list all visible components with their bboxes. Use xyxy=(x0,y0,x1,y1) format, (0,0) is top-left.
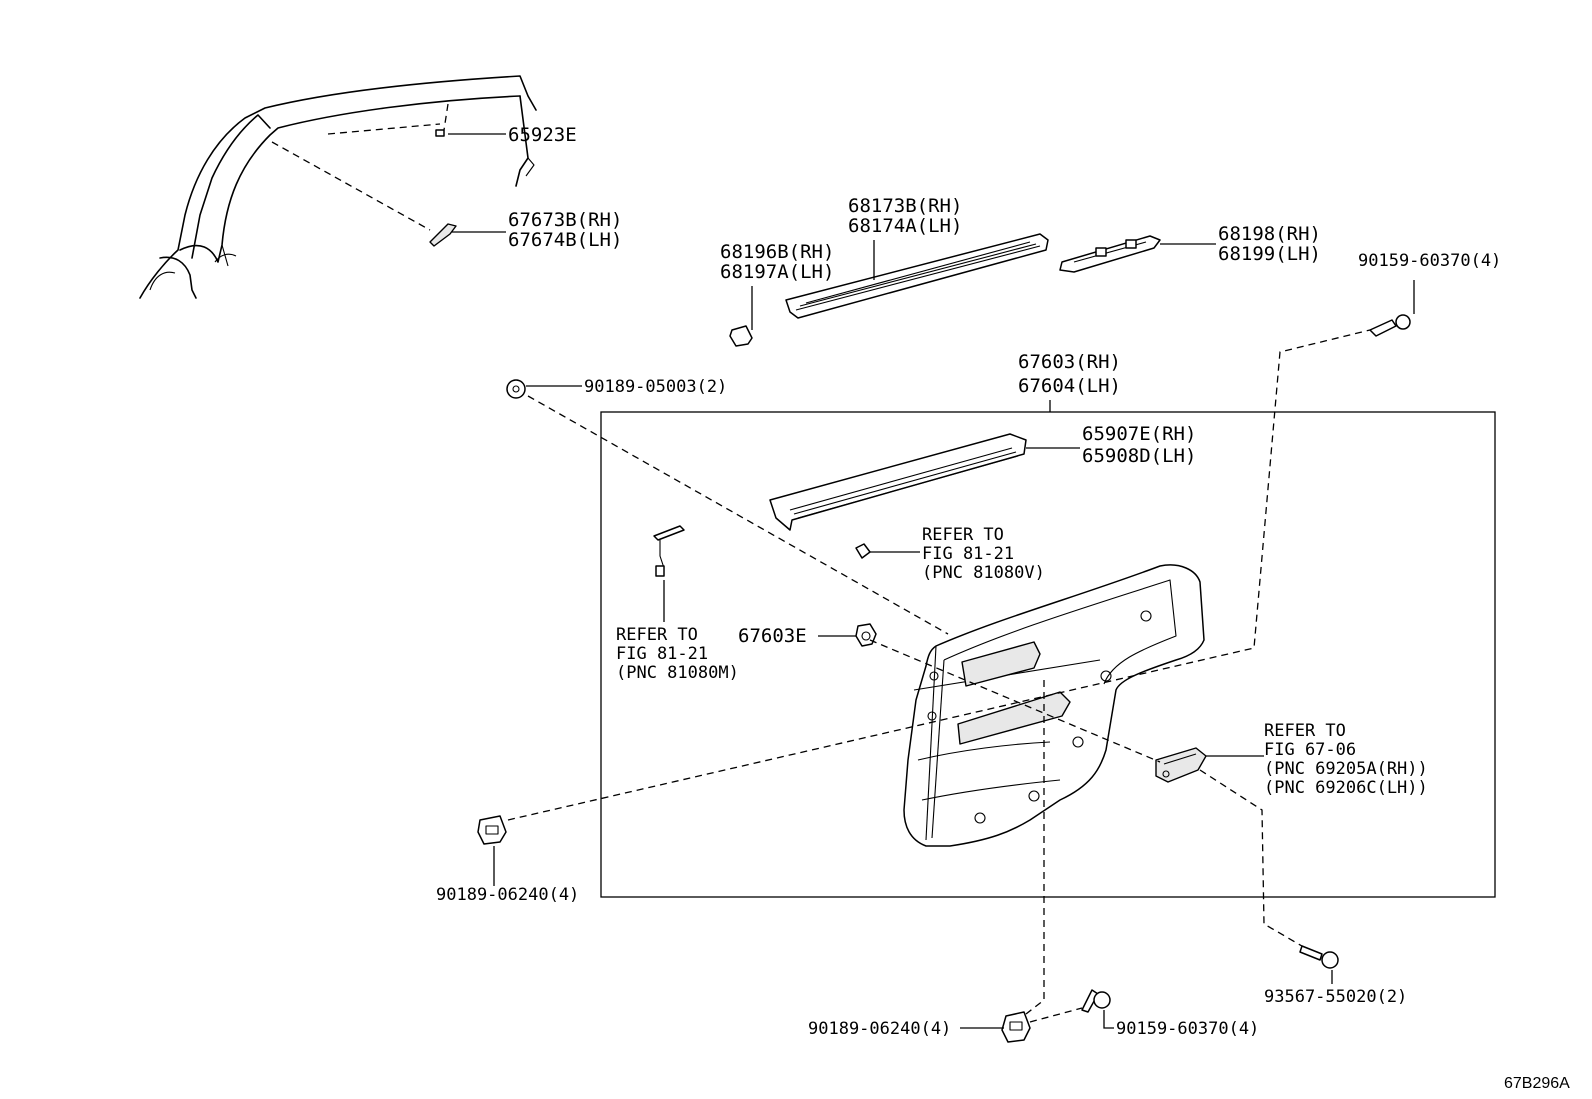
screw-93567-illustration xyxy=(1299,945,1339,969)
belt-moulding-illustration xyxy=(785,233,1049,319)
clip-90189-06240-bottom-illustration xyxy=(1001,1011,1031,1043)
leader-lines xyxy=(448,133,1415,1029)
bracket-68198-illustration xyxy=(1059,235,1161,273)
label-90159-top: 90159-60370(4) xyxy=(1358,251,1501,271)
grommet-90189-05003-illustration xyxy=(506,379,526,399)
assembly-frame xyxy=(600,411,1496,898)
label-67604: 67604(LH) xyxy=(1018,375,1121,397)
label-65923e: 65923E xyxy=(508,124,577,146)
refer-81080m-line-3: (PNC 81080M) xyxy=(616,663,739,683)
label-65908d: 65908D(LH) xyxy=(1082,445,1196,467)
inside-handle-69205-illustration xyxy=(1155,747,1207,783)
lamp-81080m-illustration xyxy=(653,525,685,577)
label-68198: 68198(RH) xyxy=(1218,223,1321,245)
refer-81080v-line-3: (PNC 81080V) xyxy=(922,563,1045,583)
label-67603: 67603(RH) xyxy=(1018,351,1121,373)
label-93567: 93567-55020(2) xyxy=(1264,987,1407,1007)
refer-6706-line-1: REFER TO xyxy=(1264,721,1346,741)
refer-81080v-line-1: REFER TO xyxy=(922,525,1004,545)
door-trim-panel-illustration xyxy=(903,564,1205,847)
label-90189-05003: 90189-05003(2) xyxy=(584,377,727,397)
clip-90189-06240-left-illustration xyxy=(477,815,507,845)
figure-id: 67B296A xyxy=(1504,1075,1570,1092)
label-68196b: 68196B(RH) xyxy=(720,241,834,263)
label-67673b: 67673B(RH) xyxy=(508,209,622,231)
refer-81080v-line-2: FIG 81-21 xyxy=(922,544,1014,564)
label-90189-06240-bottom: 90189-06240(4) xyxy=(808,1019,951,1039)
door-frame-illustration xyxy=(139,75,537,299)
refer-81080m: REFER TO FIG 81-21 (PNC 81080M) xyxy=(616,625,739,683)
screw-90159-bottom-illustration xyxy=(1081,989,1111,1013)
label-67674b: 67674B(LH) xyxy=(508,229,622,251)
assembly-dash-lines xyxy=(507,329,1371,1023)
armrest-pad-65907-illustration xyxy=(769,433,1027,531)
screw-90159-top-illustration xyxy=(1369,314,1411,337)
label-90159-bottom: 90159-60370(4) xyxy=(1116,1019,1259,1039)
clip-67603e-illustration xyxy=(855,623,877,647)
refer-6706: REFER TO FIG 67-06 (PNC 69205A(RH)) (PNC… xyxy=(1264,721,1428,798)
refer-6706-line-2: FIG 67-06 xyxy=(1264,740,1356,760)
refer-81080v: REFER TO FIG 81-21 (PNC 81080V) xyxy=(922,525,1045,583)
label-68173b: 68173B(RH) xyxy=(848,195,962,217)
refer-81080m-line-1: REFER TO xyxy=(616,625,698,645)
label-90189-06240-left: 90189-06240(4) xyxy=(436,885,579,905)
clip-81080v-illustration xyxy=(855,543,871,559)
clip-68196-illustration xyxy=(729,325,753,347)
label-68174a: 68174A(LH) xyxy=(848,215,962,237)
refer-6706-line-3: (PNC 69205A(RH)) xyxy=(1264,759,1428,779)
label-65907e: 65907E(RH) xyxy=(1082,423,1196,445)
label-67603e: 67603E xyxy=(738,625,807,647)
refer-6706-line-4: (PNC 69206C(LH)) xyxy=(1264,778,1428,798)
label-68197a: 68197A(LH) xyxy=(720,261,834,283)
refer-81080m-line-2: FIG 81-21 xyxy=(616,644,708,664)
label-68199: 68199(LH) xyxy=(1218,243,1321,265)
